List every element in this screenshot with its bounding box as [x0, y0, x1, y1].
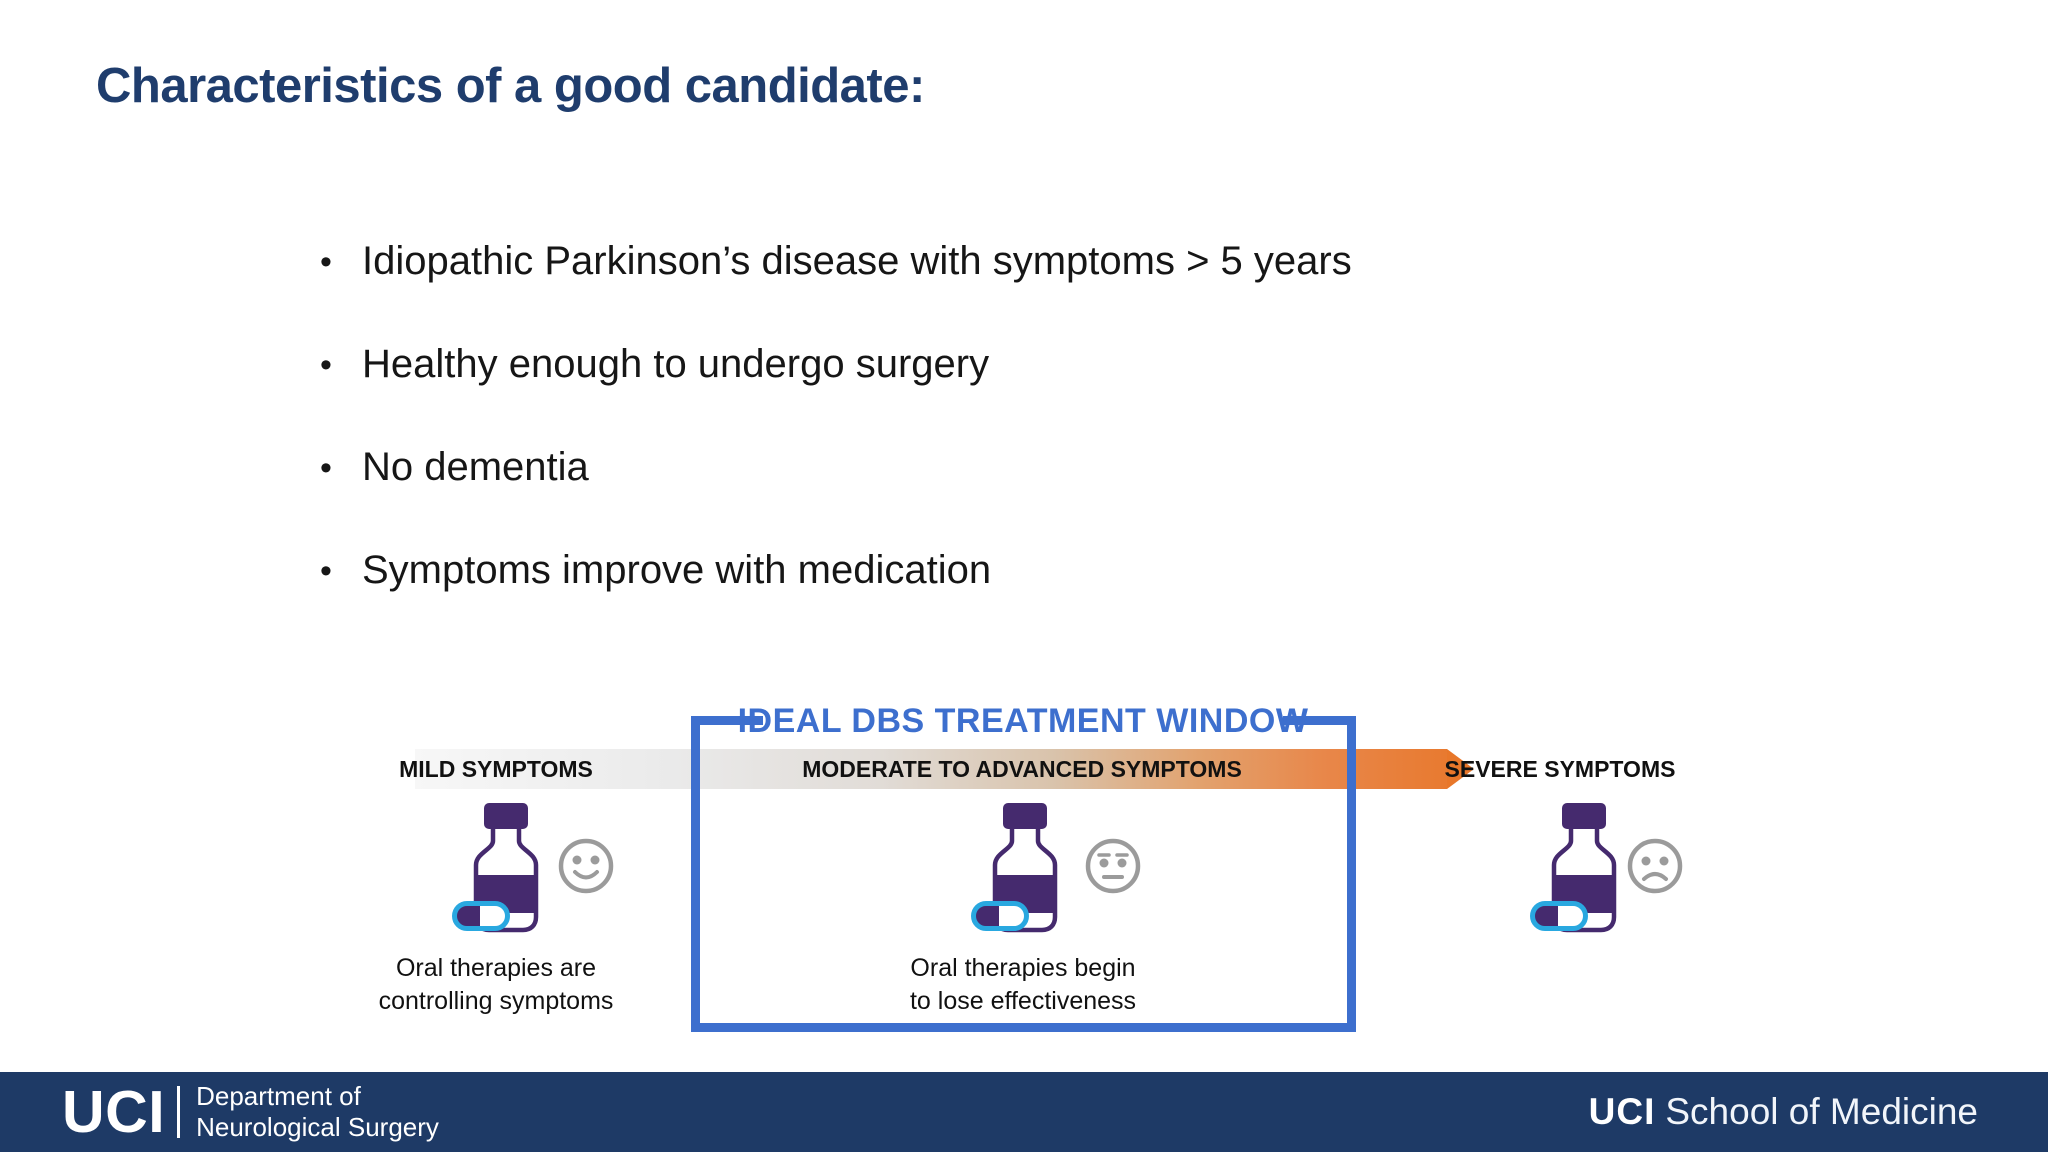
bullet-item: • Healthy enough to undergo surgery	[318, 341, 1352, 387]
bullet-item: • Idiopathic Parkinson’s disease with sym…	[318, 238, 1352, 284]
ideal-window-heading: IDEAL DBS TREATMENT WINDOW	[738, 695, 1308, 747]
stage-label-severe: SEVERE SYMPTOMS	[1444, 756, 1676, 782]
bullet-item: • Symptoms improve with medication	[318, 547, 1352, 593]
pill-bottle-icon	[971, 803, 1058, 933]
bullet-item: • No dementia	[318, 444, 1352, 490]
bullet-text: Idiopathic Parkinson’s disease with symp…	[362, 239, 1352, 283]
bullet-dot-icon: •	[320, 449, 332, 487]
neutral-face-icon	[1085, 838, 1141, 894]
severity-gradient-arrow	[415, 749, 1447, 789]
bullet-dot-icon: •	[320, 346, 332, 384]
pill-bottle-icon	[452, 803, 539, 933]
arrow-head-icon	[1447, 749, 1474, 789]
footer-left-logo-group: UCI Department of Neurological Surgery	[62, 1081, 439, 1143]
department-name: Department of Neurological Surgery	[196, 1081, 439, 1143]
sad-face-icon	[1627, 838, 1683, 894]
uci-logo: UCI	[1588, 1091, 1656, 1132]
caption-line: to lose effectiveness	[909, 987, 1137, 1015]
stage-caption-mild: Oral therapies are controlling symptoms	[336, 952, 656, 1018]
caption-line: Oral therapies begin	[910, 954, 1136, 982]
bullet-text: Symptoms improve with medication	[362, 548, 992, 592]
footer-bar: UCI Department of Neurological Surgery U…	[0, 1072, 2048, 1152]
happy-face-icon	[558, 838, 614, 894]
stage-caption-moderate: Oral therapies begin to lose effectivene…	[863, 952, 1183, 1018]
pill-bottle-icon	[1530, 803, 1617, 933]
bullet-list: • Idiopathic Parkinson’s disease with sym…	[318, 238, 1352, 650]
bullet-dot-icon: •	[320, 552, 332, 590]
stage-label-moderate: MODERATE TO ADVANCED SYMPTOMS	[802, 756, 1242, 782]
bullet-text: Healthy enough to undergo surgery	[362, 342, 990, 386]
bullet-text: No dementia	[362, 445, 589, 489]
caption-line: Oral therapies are	[395, 954, 597, 982]
logo-divider	[177, 1086, 181, 1138]
department-line: Department of	[196, 1081, 361, 1111]
school-of-medicine-label: School of Medicine	[1665, 1091, 1978, 1132]
uci-logo: UCI	[62, 1078, 166, 1145]
bullet-dot-icon: •	[320, 243, 332, 281]
department-line: Neurological Surgery	[196, 1112, 439, 1142]
page-title: Characteristics of a good candidate:	[96, 59, 925, 113]
stage-label-mild: MILD SYMPTOMS	[399, 756, 593, 782]
caption-line: controlling symptoms	[378, 987, 614, 1015]
